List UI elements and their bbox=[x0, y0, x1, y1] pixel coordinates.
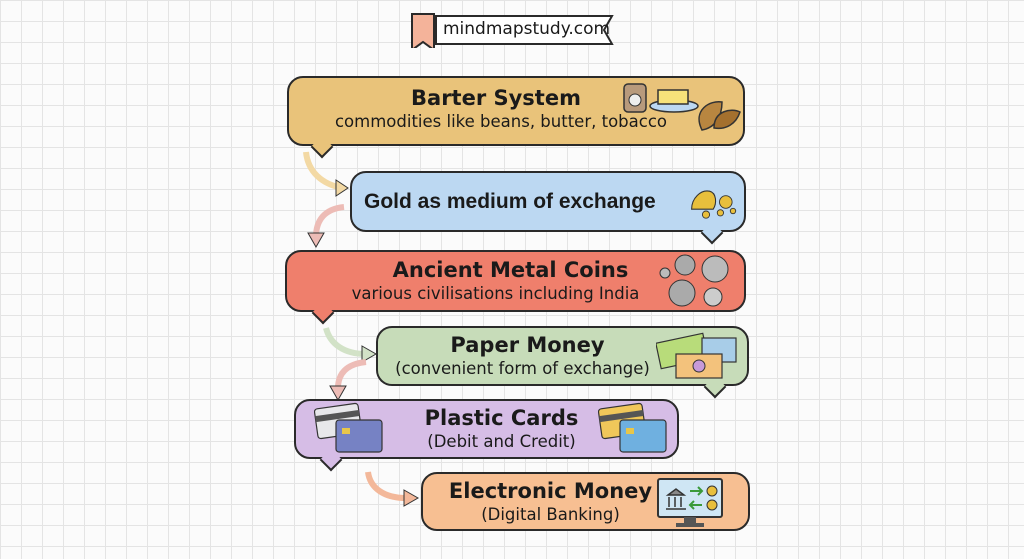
arrow-3 bbox=[323, 327, 378, 363]
arrow-5 bbox=[365, 471, 420, 507]
stage-title: Ancient Metal Coins bbox=[392, 258, 629, 282]
stage-title: Plastic Cards bbox=[424, 406, 579, 430]
stage-subtitle: (Debit and Credit) bbox=[427, 432, 576, 451]
credit-cards-icon-right bbox=[598, 402, 667, 453]
arrow-2 bbox=[307, 204, 345, 249]
arrow-1 bbox=[303, 151, 349, 197]
stage-subtitle: commodities like beans, butter, tobacco bbox=[334, 112, 667, 131]
stage-title: Gold as medium of exchange bbox=[364, 190, 656, 213]
arrow-4 bbox=[329, 359, 367, 402]
logo-banner bbox=[411, 13, 614, 48]
gold-nuggets-icon bbox=[691, 190, 737, 219]
digital-banking-monitor-icon bbox=[657, 478, 723, 527]
stage-barter-system: Barter System commodities like beans, bu… bbox=[287, 76, 745, 146]
credit-cards-icon-left bbox=[314, 402, 383, 453]
stage-subtitle: (Digital Banking) bbox=[481, 505, 620, 524]
logo-text: mindmapstudy.com bbox=[443, 19, 611, 39]
stage-title: Barter System bbox=[411, 86, 581, 110]
stage-gold: Gold as medium of exchange bbox=[350, 171, 746, 232]
banknotes-icon bbox=[656, 332, 737, 379]
stage-title: Paper Money bbox=[450, 333, 605, 357]
stage-subtitle: (convenient form of exchange) bbox=[395, 359, 650, 378]
stage-ancient-coins: Ancient Metal Coins various civilisation… bbox=[285, 250, 746, 312]
coins-icon bbox=[659, 254, 729, 307]
commodities-icon bbox=[623, 83, 741, 131]
stage-subtitle: various civilisations including India bbox=[351, 284, 640, 303]
stage-title: Electronic Money bbox=[448, 479, 653, 503]
